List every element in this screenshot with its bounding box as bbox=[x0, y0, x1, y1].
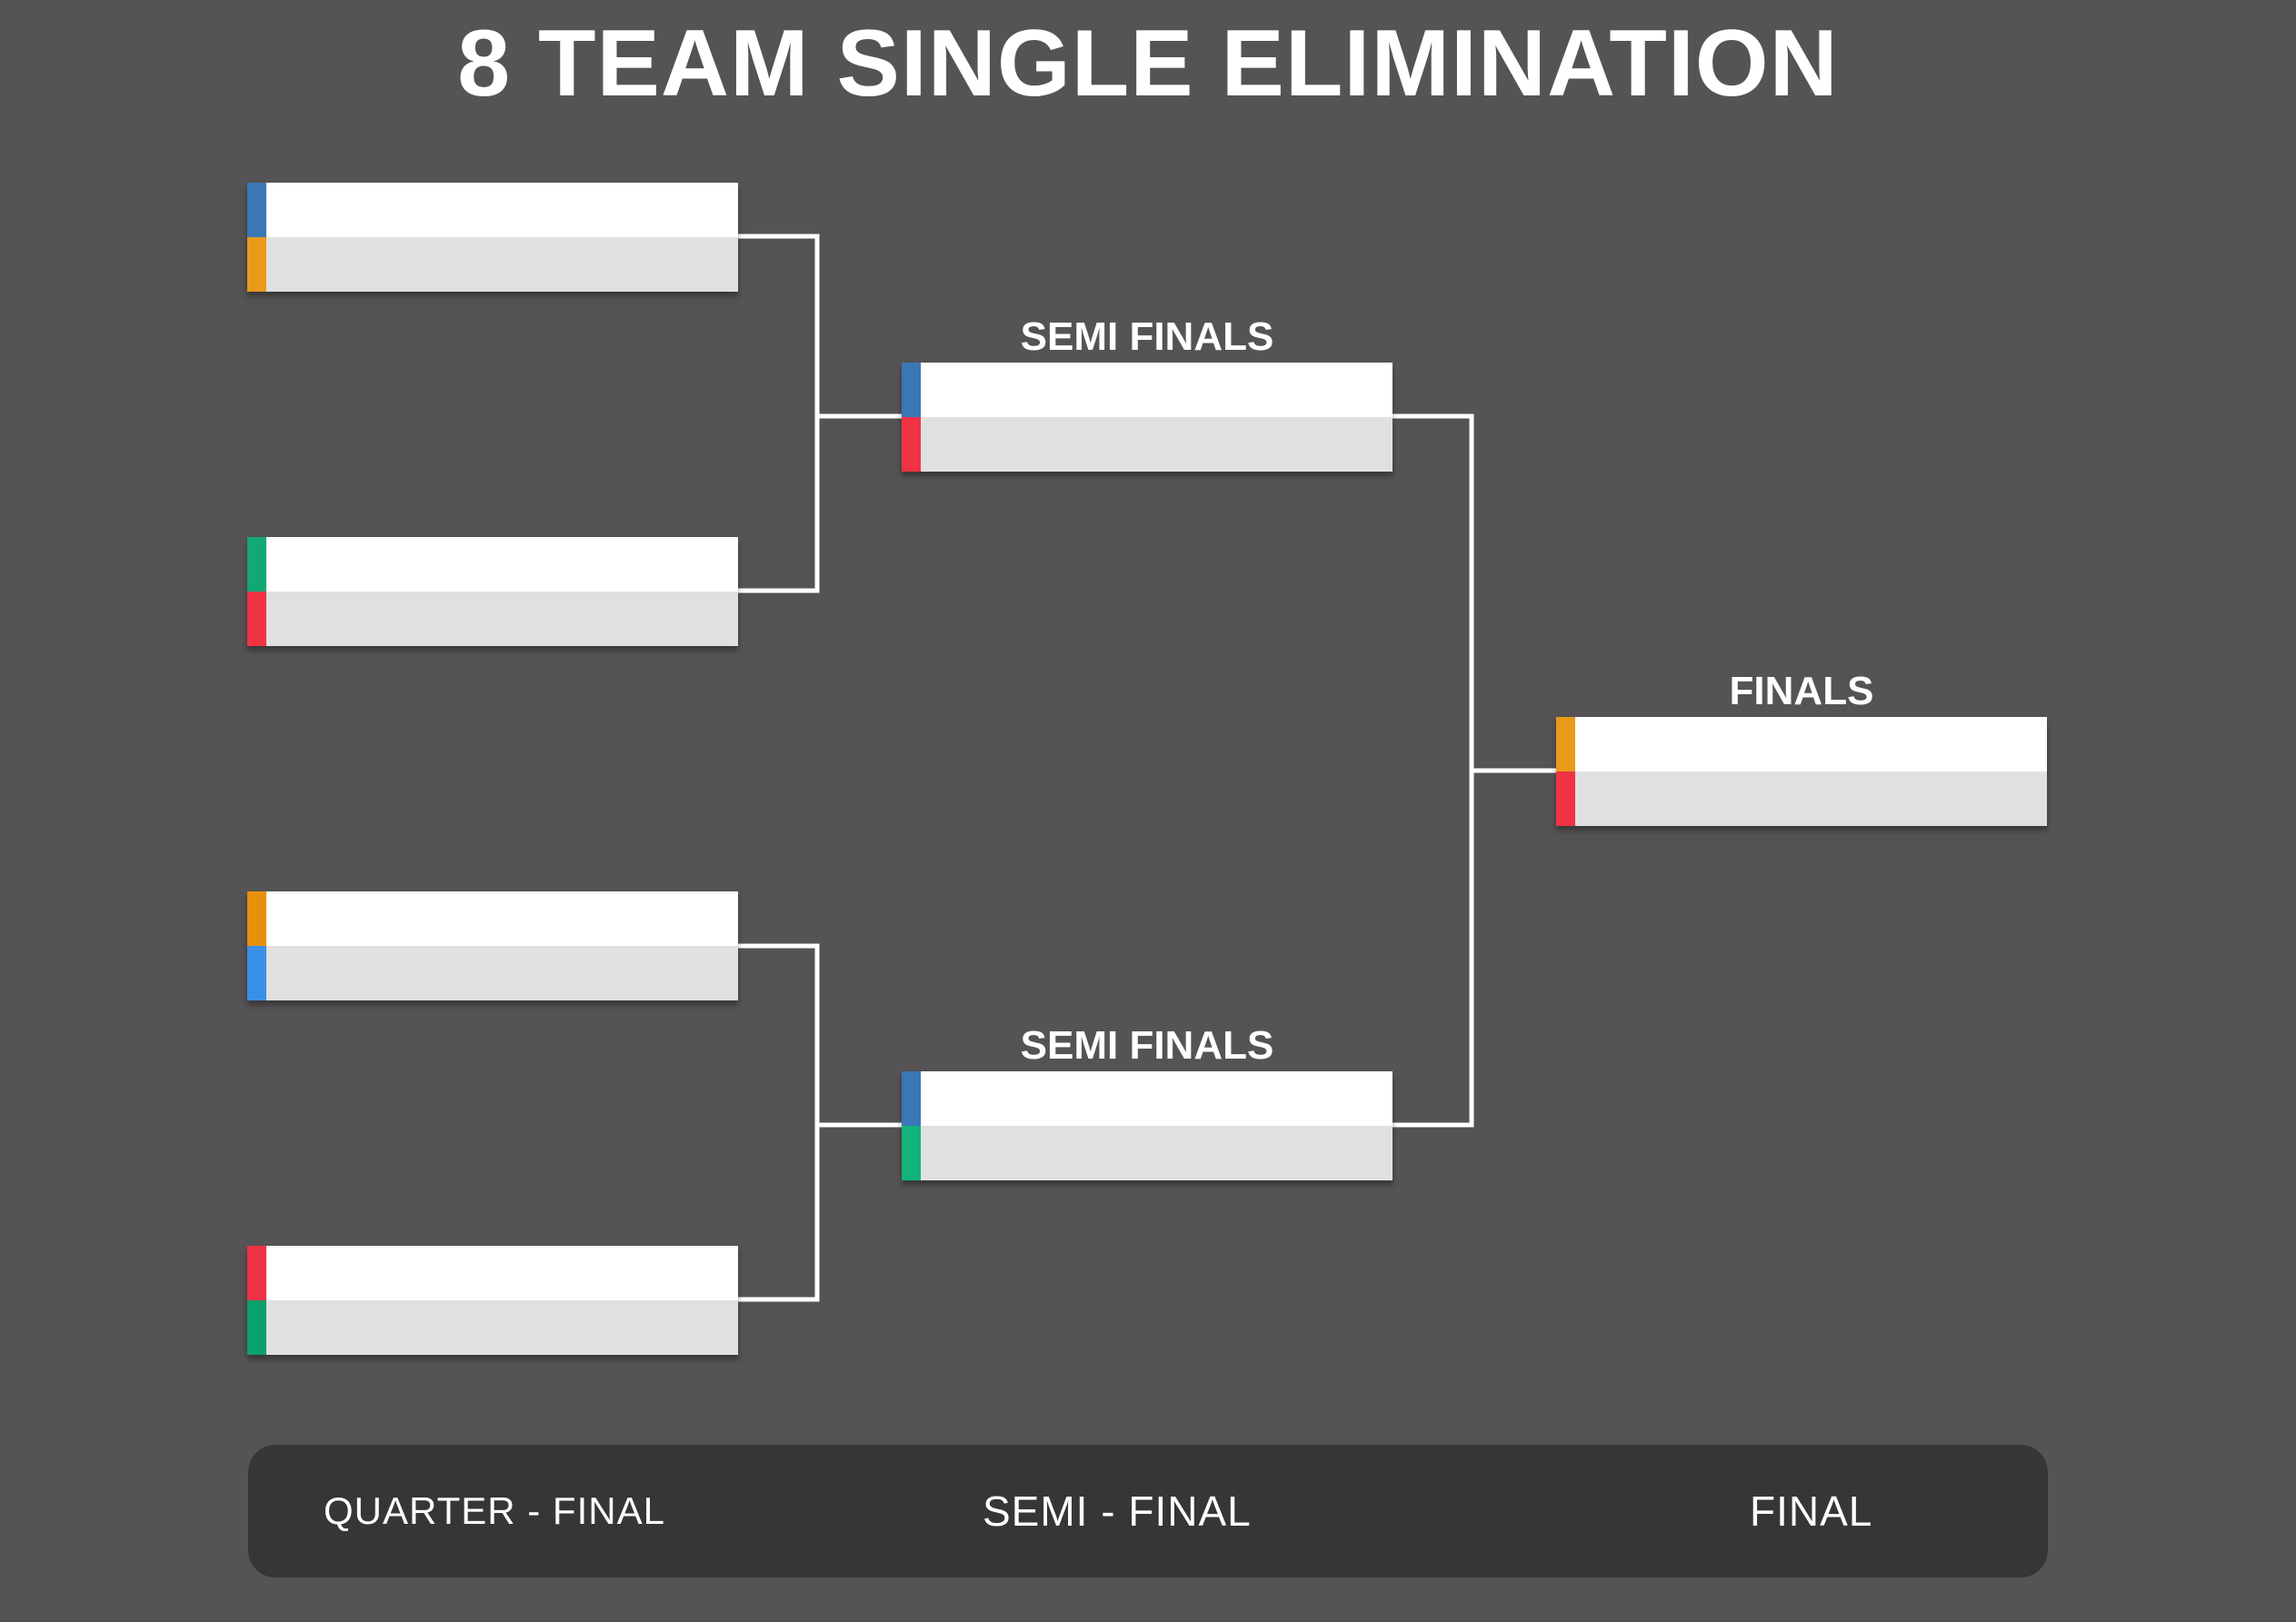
team-color-tab bbox=[247, 891, 266, 946]
team-color-tab bbox=[1556, 717, 1575, 771]
team-slot-bottom[interactable] bbox=[247, 237, 738, 292]
team-color-tab bbox=[1556, 771, 1575, 826]
team-color-tab bbox=[247, 183, 266, 237]
team-color-tab bbox=[247, 237, 266, 292]
match-final[interactable] bbox=[1556, 717, 2047, 826]
match-quarter-final-4[interactable] bbox=[247, 1246, 738, 1355]
team-slot-top[interactable] bbox=[247, 1246, 738, 1300]
team-slot-top[interactable] bbox=[902, 363, 1393, 417]
team-slot-top[interactable] bbox=[247, 891, 738, 946]
match-quarter-final-3[interactable] bbox=[247, 891, 738, 1000]
footer-semi-final-label: SEMI - FINAL bbox=[983, 1488, 1252, 1535]
team-color-tab bbox=[902, 1126, 921, 1180]
team-color-tab bbox=[247, 537, 266, 592]
team-slot-top[interactable] bbox=[247, 537, 738, 592]
semi-finals-label-1: SEMI FINALS bbox=[1020, 314, 1274, 359]
team-slot-top[interactable] bbox=[902, 1071, 1393, 1126]
match-quarter-final-1[interactable] bbox=[247, 183, 738, 292]
finals-label: FINALS bbox=[1729, 669, 1874, 713]
team-color-tab bbox=[247, 1300, 266, 1355]
team-slot-bottom[interactable] bbox=[247, 1300, 738, 1355]
team-slot-bottom[interactable] bbox=[247, 946, 738, 1000]
footer-final-label: FINAL bbox=[1750, 1488, 1873, 1535]
team-color-tab bbox=[247, 946, 266, 1000]
match-semi-final-1[interactable] bbox=[902, 363, 1393, 472]
team-color-tab bbox=[902, 417, 921, 472]
semi-finals-label-2: SEMI FINALS bbox=[1020, 1023, 1274, 1068]
team-slot-bottom[interactable] bbox=[1556, 771, 2047, 826]
team-color-tab bbox=[902, 363, 921, 417]
team-color-tab bbox=[902, 1071, 921, 1126]
team-slot-top[interactable] bbox=[247, 183, 738, 237]
team-slot-bottom[interactable] bbox=[902, 1126, 1393, 1180]
match-semi-final-2[interactable] bbox=[902, 1071, 1393, 1180]
round-legend-bar: QUARTER - FINAL SEMI - FINAL FINAL bbox=[248, 1445, 2048, 1577]
team-slot-bottom[interactable] bbox=[247, 592, 738, 646]
connector-qf1-qf2 bbox=[738, 234, 820, 593]
connector-qf3-qf4 bbox=[738, 943, 820, 1302]
team-color-tab bbox=[247, 1246, 266, 1300]
footer-quarter-final-label: QUARTER - FINAL bbox=[324, 1489, 665, 1532]
team-color-tab bbox=[247, 592, 266, 646]
page-title: 8 TEAM SINGLE ELIMINATION bbox=[457, 11, 1839, 116]
match-quarter-final-2[interactable] bbox=[247, 537, 738, 646]
team-slot-top[interactable] bbox=[1556, 717, 2047, 771]
team-slot-bottom[interactable] bbox=[902, 417, 1393, 472]
connector-sf1-sf2 bbox=[1393, 413, 1474, 1128]
